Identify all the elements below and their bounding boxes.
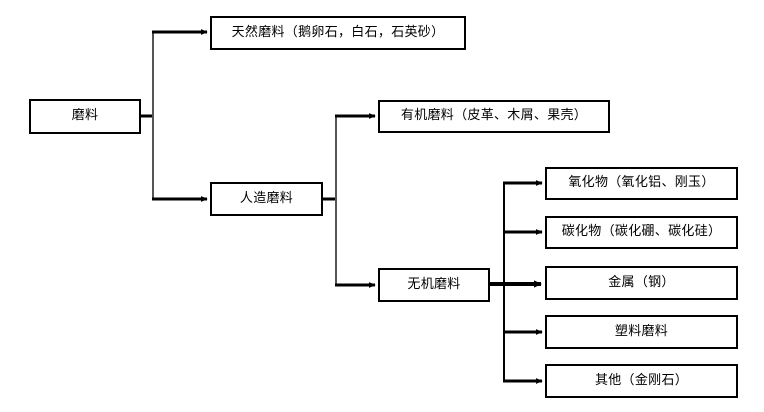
node-organic-abrasive: 有机磨料（皮革、木屑、果壳）	[378, 100, 610, 133]
node-label: 碳化物（碳化硼、碳化硅）	[561, 224, 722, 240]
node-label: 其他（金刚石）	[594, 372, 689, 388]
node-oxide: 氧化物（氧化铝、刚玉）	[545, 167, 738, 200]
node-label: 天然磨料（鹅卵石，白石，石英砂）	[231, 24, 445, 40]
node-label: 磨料	[71, 108, 99, 124]
node-artificial-abrasive: 人造磨料	[210, 182, 323, 216]
edge-group-inorganic	[490, 179, 543, 384]
node-label: 人造磨料	[239, 190, 294, 206]
node-label: 有机磨料（皮革、木屑、果壳）	[400, 108, 588, 124]
node-other: 其他（金刚石）	[545, 364, 738, 398]
node-label: 氧化物（氧化铝、刚玉）	[568, 175, 715, 191]
node-carbide: 碳化物（碳化硼、碳化硅）	[545, 216, 738, 249]
node-abrasive-root: 磨料	[29, 99, 141, 134]
node-label: 塑料磨料	[614, 323, 669, 339]
node-label: 无机磨料	[407, 276, 461, 292]
edge-group-root	[141, 28, 208, 202]
node-plastic-abrasive: 塑料磨料	[545, 315, 738, 349]
edge-group-artificial	[323, 112, 376, 288]
node-label: 金属（钢）	[608, 274, 675, 290]
node-natural-abrasive: 天然磨料（鹅卵石，白石，石英砂）	[210, 16, 466, 50]
node-inorganic-abrasive: 无机磨料	[378, 268, 490, 302]
node-metal: 金属（钢）	[545, 266, 738, 300]
